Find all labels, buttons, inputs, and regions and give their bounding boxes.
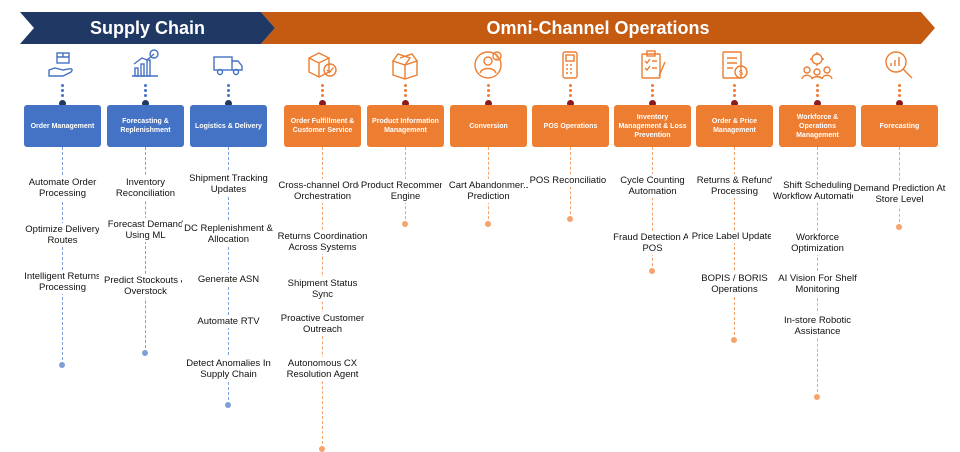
list-item: Shift Scheduling Workflow Automation [771,179,864,203]
list-item: BOPIS / BORIS Operations [688,272,781,296]
list-item: Cross-channel Order Orchestration [276,179,369,203]
column-order-price-management: $ Order & Price Management Returns & Ref… [688,44,781,423]
category-box[interactable]: Product Information Management [367,105,444,147]
column-order-fulfillment: Order Fulfillment & Customer Service Cro… [276,44,369,452]
list-item: Returns Coordination Across Systems [276,230,369,254]
list-item: Product Recommend Engine [359,179,452,203]
list-item: Demand Prediction At Store Level [853,182,946,206]
list-item: Shipment Status Sync [276,277,369,301]
column-pos-operations: POS Operations POS Reconciliation [524,44,617,423]
column-inventory-management: Inventory Management & Loss Prevention C… [606,44,699,423]
category-box[interactable]: POS Operations [532,105,609,147]
column-conversion: $ Conversion Cart Abandonment Prediction [442,44,535,423]
category-box[interactable]: Logistics & Delivery [190,105,267,147]
list-item: Price Label Updates [688,230,781,243]
list-item: Automate Order Processing [16,176,109,200]
category-box[interactable]: Workforce & Operations Management [779,105,856,147]
omni-channel-banner: Omni-Channel Operations [261,12,935,44]
open-box-icon [388,48,422,82]
team-gear-icon [800,48,834,82]
column-forecasting-replenishment: Forecasting & Replenishment Inventory Re… [99,44,192,423]
category-box[interactable]: Order Management [24,105,101,147]
list-item: Intelligent Returns Processing [16,270,109,294]
list-item: AI Vision For Shelf Monitoring [771,272,864,296]
list-item: DC Replenishment & Allocation [182,222,275,246]
list-item: In-store Robotic Assistance [771,314,864,338]
chart-growth-icon [128,48,162,82]
column-product-information: Product Information Management Product R… [359,44,452,423]
list-item: Autonomous CX Resolution Agent [276,357,369,381]
list-item: Shipment Tracking Updates [182,172,275,196]
category-box[interactable]: Inventory Management & Loss Prevention [614,105,691,147]
clipboard-check-icon [635,48,669,82]
column-workforce-operations: Workforce & Operations Management Shift … [771,44,864,423]
list-item: POS Reconciliation [524,174,617,187]
supply-chain-banner: Supply Chain [20,12,275,44]
omni-channel-title: Omni-Channel Operations [486,18,710,38]
svg-text:$: $ [738,68,743,77]
column-order-management: Order Management Automate Order Processi… [16,44,109,423]
truck-icon [211,48,245,82]
list-item: Inventory Reconciliation [99,176,192,200]
list-item: Detect Anomalies In Supply Chain [182,357,275,381]
list-item: Proactive Customer Outreach [276,312,369,336]
category-box[interactable]: Order Fulfillment & Customer Service [284,105,361,147]
category-box[interactable]: Order & Price Management [696,105,773,147]
supply-chain-arrow-shape [20,12,275,44]
supply-chain-title: Supply Chain [89,18,205,38]
column-logistics-delivery: Logistics & Delivery Shipment Tracking U… [182,44,275,423]
list-item: Automate RTV [182,315,275,328]
pos-terminal-icon [553,48,587,82]
category-box[interactable]: Conversion [450,105,527,147]
user-dollar-icon: $ [471,48,505,82]
list-item: Generate ASN [182,273,275,286]
category-box[interactable]: Forecasting & Replenishment [107,105,184,147]
list-item: Optimize Delivery Routes [16,223,109,247]
package-check-icon [305,48,339,82]
list-item: Returns & Refund Processing [688,174,781,198]
svg-text:$: $ [495,54,499,61]
magnifier-chart-icon [882,48,916,82]
list-item: Forecast Demand Using ML [99,218,192,242]
column-forecasting: Forecasting Demand Prediction At Store L… [853,44,946,423]
list-item: Predict Stockouts & Overstock [99,274,192,298]
list-item: Cart Abandonment Prediction [442,179,535,203]
hand-box-icon [45,48,79,82]
list-item: Cycle Counting Automation [606,174,699,198]
list-item: Workforce Optimization [771,231,864,255]
list-item: Fraud Detection At POS [606,231,699,255]
category-box[interactable]: Forecasting [861,105,938,147]
omni-channel-arrow-shape [261,12,935,44]
price-list-icon: $ [717,48,751,82]
